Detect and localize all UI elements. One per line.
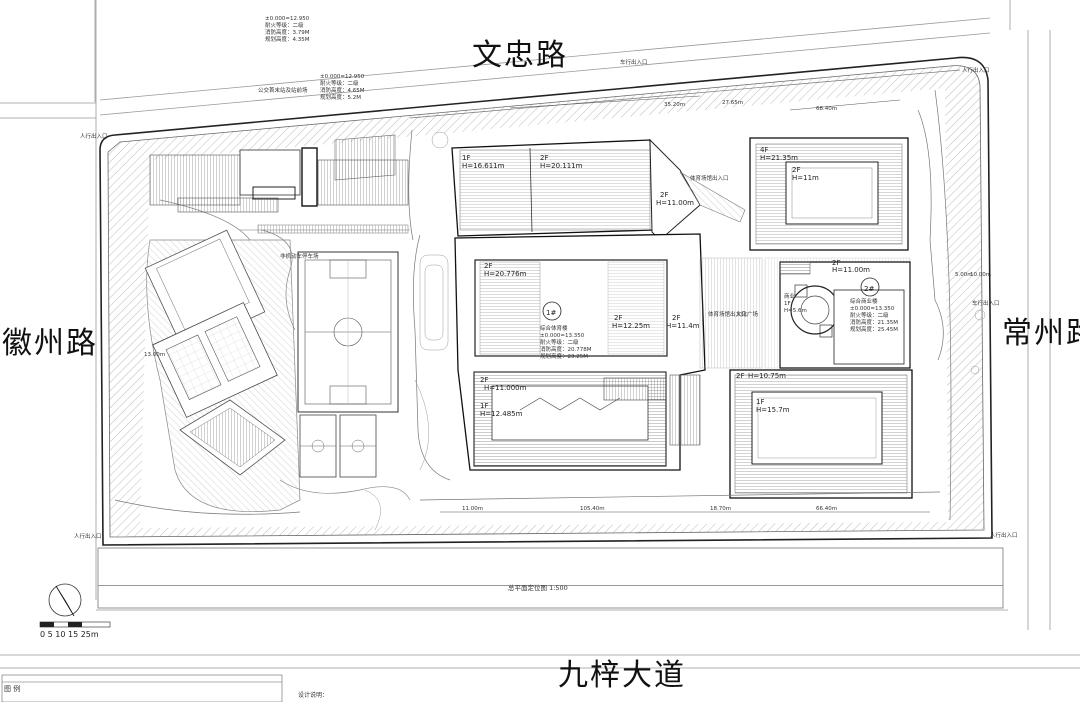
building-1-marker — [542, 301, 562, 321]
ped-entry-sw: 人行出入口 — [74, 532, 102, 540]
plan-title: 总平面定位图 1:500 — [508, 584, 568, 592]
vehicle-entry-n: 车行出入口 — [620, 58, 648, 66]
dim-8: 13.00m — [144, 352, 165, 358]
bus-elev: ±0.000=12.950 — [320, 74, 365, 80]
legend-title: 图 例 — [4, 685, 21, 693]
building-1-elev: ±0.000=13.350 — [540, 333, 585, 339]
mid-2f-height: H=11.00m — [832, 266, 870, 274]
road-west-label: 徽州路 — [2, 326, 98, 361]
bus-h2: 规划高度：5.2M — [320, 93, 361, 101]
ped-entry-se: 人行出入口 — [990, 531, 1018, 539]
dim-5: 35.20m — [664, 102, 685, 108]
west-sports-area — [144, 199, 411, 513]
dim-6: 27.65m — [722, 100, 743, 106]
building-nw — [451, 138, 746, 241]
building-2-h1: 消防高度：21.35M — [850, 318, 898, 326]
ped-entry-nw: 人行出入口 — [80, 132, 108, 140]
dim-4: 66.40m — [816, 506, 837, 512]
legend-box — [1, 674, 283, 702]
internal-roads — [114, 69, 961, 521]
nw-2f-label: 2F — [540, 154, 548, 162]
south-frontage — [97, 547, 1004, 609]
sw-1f-label: 1F — [480, 402, 488, 410]
sports-entry-label-2: 体育场馆出入口 — [690, 174, 729, 182]
c-2f3-label: 2F — [672, 314, 680, 322]
top-elev: ±0.000=12.950 — [265, 16, 310, 22]
building-2-marker — [860, 277, 880, 297]
bus-h1: 消防高度：4.65M — [320, 86, 365, 94]
building-1 — [454, 233, 706, 471]
sw-2f-height: H=11.000m — [484, 384, 527, 392]
dim-3: 18.70m — [710, 506, 731, 512]
se-2f-height: H=10.75m — [748, 372, 786, 380]
bus-station-label: 公交首末站及站前场 — [258, 86, 308, 94]
building-2-elev: ±0.000=13.350 — [850, 306, 895, 312]
nw-1f-label: 1F — [462, 154, 470, 162]
road-east-label: 常州路 — [1002, 316, 1080, 351]
c-2f-height: H=20.776m — [484, 270, 527, 278]
mid-1f-height: H=5.6m — [784, 308, 807, 314]
building-1-h1: 消防高度：20.778M — [540, 345, 592, 353]
ped-entry-ne: 人行出入口 — [962, 66, 990, 74]
dim-9: 5.00m — [955, 272, 973, 278]
building-1-h2: 规划高度：23.25M — [540, 352, 588, 360]
notes-title: 设计说明： — [298, 692, 329, 699]
building-2-label: 2# — [864, 285, 874, 293]
top-h2: 规划高度：4.35M — [265, 35, 310, 43]
ne-2f-label: 2F — [792, 166, 800, 174]
vehicle-entry-e: 车行出入口 — [972, 299, 1000, 307]
bus-fire: 耐火等级：二级 — [320, 79, 359, 87]
se-2f-label: 2F — [736, 372, 744, 380]
nw-2f-b-label: 2F — [660, 191, 668, 199]
top-fire: 耐火等级：二级 — [265, 21, 304, 29]
c-2f3-height: H=11.4m — [666, 322, 700, 330]
misc-details — [364, 131, 986, 531]
mid-1f-label: 1F — [784, 301, 791, 307]
building-2-name: 综合商业楼 — [850, 297, 878, 305]
building-1-fire: 耐火等级：二级 — [540, 338, 579, 346]
nw-parking — [149, 134, 410, 234]
north-arrow-icon — [48, 583, 82, 617]
dimension-lines — [440, 95, 930, 513]
building-1-label: 1# — [546, 309, 556, 317]
mid-name: 商业 — [784, 292, 796, 300]
c-2f2-label: 2F — [614, 314, 622, 322]
culture-plaza-label: 文化广场 — [736, 310, 759, 318]
road-north-label: 文忠路 — [472, 38, 568, 73]
street-edges — [0, 0, 1080, 669]
scale-label: 0 5 10 15 25m — [40, 630, 99, 639]
ne-4f-height: H=21.35m — [760, 154, 798, 162]
site-boundary — [99, 56, 993, 546]
se-1f-label: 1F — [756, 398, 764, 406]
dim-10: 10.00m — [970, 272, 991, 278]
dim-7: 68.40m — [816, 106, 837, 112]
dim-1: 11.00m — [462, 506, 483, 512]
sports-entry-label: 体育场馆出入口 — [708, 310, 747, 318]
building-ne — [749, 137, 909, 251]
building-1-name: 综合体育楼 — [540, 324, 568, 332]
se-1f-height: H=15.7m — [756, 406, 790, 414]
c-2f2-height: H=12.25m — [612, 322, 650, 330]
bike-parking-label: 非机动车停车场 — [280, 252, 319, 260]
sw-1f-height: H=12.485m — [480, 410, 523, 418]
mid-2f-label: 2F — [832, 259, 840, 267]
nw-2f-height: H=20.111m — [540, 162, 583, 170]
ne-4f-label: 4F — [760, 146, 768, 154]
building-2-h2: 规划高度：25.45M — [850, 325, 898, 333]
top-h1: 消防高度：3.79M — [265, 28, 310, 36]
nw-1f-height: H=16.611m — [462, 162, 505, 170]
building-2-fire: 耐火等级：二级 — [850, 311, 889, 319]
road-south-label: 九梓大道 — [558, 658, 686, 693]
plan-labels: 1F H=16.611m 2F H=20.111m 2F H=11.00m 4F… — [74, 16, 1018, 540]
building-2 — [779, 261, 911, 369]
ne-2f-height: H=11m — [792, 174, 819, 182]
sw-2f-label: 2F — [480, 376, 488, 384]
building-se — [729, 369, 913, 499]
c-2f-label: 2F — [484, 262, 492, 270]
scale-bar — [39, 621, 111, 628]
nw-2f-b-height: H=11.00m — [656, 199, 694, 207]
dim-2: 105.40m — [580, 506, 605, 512]
